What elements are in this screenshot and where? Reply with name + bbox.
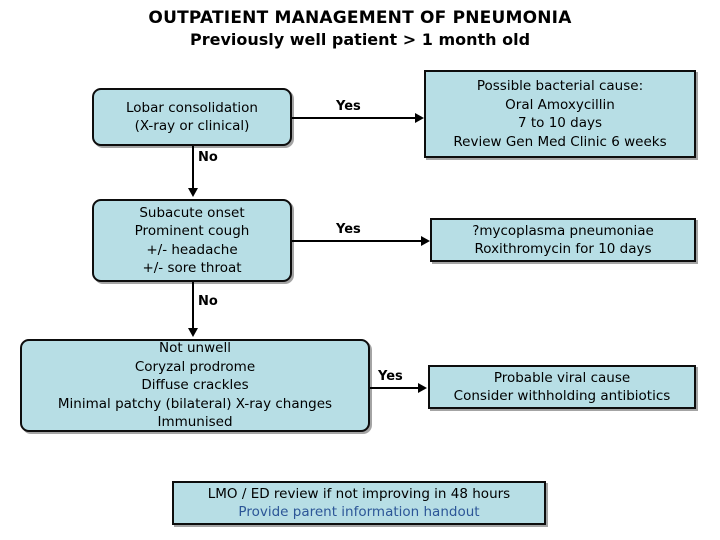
edge-label-no-2: No [198, 294, 218, 309]
outcome-node-bacterial[interactable]: Possible bacterial cause: Oral Amoxycill… [424, 70, 696, 158]
edge-yes-1-arrowhead [415, 113, 424, 123]
outcome2-line-1: ?mycoplasma pneumoniae [472, 222, 654, 239]
outcome2-line-2: Roxithromycin for 10 days [474, 241, 652, 257]
decision2-line-1: Subacute onset [139, 204, 245, 221]
edge-label-no-1: No [198, 150, 218, 165]
decision1-line-1: Lobar consolidation [126, 99, 258, 116]
outcome1-line-2: Oral Amoxycillin [505, 96, 615, 113]
edge-no-2-line [192, 282, 194, 330]
outcome3-line-2: Consider withholding antibiotics [453, 388, 671, 404]
footer-link-parent-handout[interactable]: Provide parent information handout [238, 504, 480, 520]
edge-no-1-arrowhead [188, 188, 198, 197]
outcome-node-viral[interactable]: Probable viral cause Consider withholdin… [428, 365, 696, 409]
edge-label-yes-2: Yes [336, 222, 361, 237]
outcome-node-mycoplasma[interactable]: ?mycoplasma pneumoniae Roxithromycin for… [430, 218, 696, 262]
decision3-line-2: Coryzal prodrome [134, 358, 256, 375]
outcome3-line-1: Probable viral cause [493, 369, 631, 386]
title-line-2: Previously well patient > 1 month old [189, 30, 531, 49]
edge-yes-1-line [292, 117, 417, 119]
decision-node-viral-features[interactable]: Not unwell Coryzal prodrome Diffuse crac… [20, 339, 370, 432]
edge-yes-3-line [370, 387, 420, 389]
chart-title: OUTPATIENT MANAGEMENT OF PNEUMONIA Previ… [0, 8, 720, 50]
outcome1-line-4: Review Gen Med Clinic 6 weeks [453, 133, 667, 150]
decision2-line-2: Prominent cough [134, 223, 250, 239]
edge-no-1-line [192, 146, 194, 190]
decision3-line-4: Minimal patchy (bilateral) X-ray changes [57, 395, 333, 412]
decision3-line-1: Not unwell [159, 340, 231, 357]
decision2-line-3: +/- headache [146, 241, 238, 258]
title-line-1: OUTPATIENT MANAGEMENT OF PNEUMONIA [148, 8, 572, 28]
edge-label-yes-1: Yes [336, 99, 361, 114]
decision-node-subacute-onset[interactable]: Subacute onset Prominent cough +/- heada… [92, 199, 292, 282]
outcome1-line-1: Possible bacterial cause: [476, 78, 644, 94]
edge-yes-2-line [292, 240, 423, 242]
decision3-line-5: Immunised [157, 414, 233, 431]
decision2-line-4: +/- sore throat [142, 260, 242, 276]
edge-label-yes-3: Yes [378, 369, 403, 384]
edge-yes-3-arrowhead [418, 383, 427, 393]
footer-line-1: LMO / ED review if not improving in 48 h… [207, 485, 511, 502]
footer-note-box[interactable]: LMO / ED review if not improving in 48 h… [172, 481, 546, 525]
edge-yes-2-arrowhead [421, 236, 430, 246]
decision-node-lobar-consolidation[interactable]: Lobar consolidation (X-ray or clinical) [92, 88, 292, 146]
outcome1-line-3: 7 to 10 days [517, 115, 603, 131]
edge-no-2-arrowhead [188, 328, 198, 337]
decision1-line-2: (X-ray or clinical) [134, 118, 250, 134]
decision3-line-3: Diffuse crackles [141, 377, 249, 394]
